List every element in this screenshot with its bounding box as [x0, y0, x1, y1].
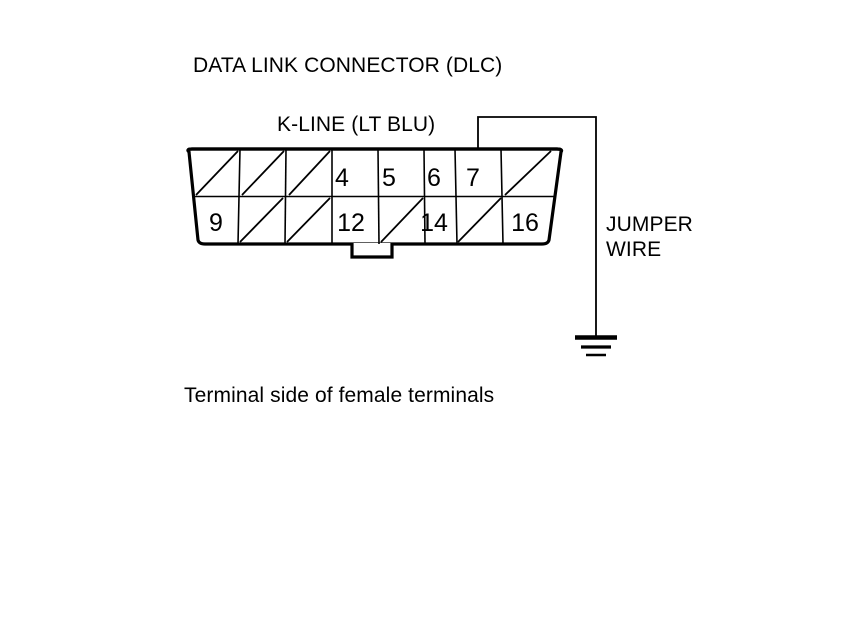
column-divider-7: [500, 148, 504, 245]
unused-pin-slash-10: [239, 197, 284, 243]
page-title: DATA LINK CONNECTOR (DLC): [193, 54, 503, 77]
column-divider-6: [454, 148, 458, 245]
column-divider-4: [377, 148, 380, 245]
unused-pin-slash-13: [380, 197, 424, 243]
pin-label-16: 16: [511, 209, 539, 237]
column-divider-5: [423, 148, 426, 245]
connector-corner-softening: [186, 147, 564, 154]
unused-pin-slash-3: [288, 150, 331, 196]
jumper-wire-label-line1: JUMPER: [606, 213, 693, 236]
pin-label-9: 9: [209, 209, 223, 237]
diagram-caption: Terminal side of female terminals: [184, 384, 495, 407]
column-divider-2: [284, 148, 287, 245]
unused-pin-slash-15: [457, 197, 502, 243]
pin-label-14: 14: [420, 209, 448, 237]
pin-label-12: 12: [337, 209, 365, 237]
jumper-wire-label-line2: WIRE: [606, 237, 662, 261]
jumper-wire-path: [477, 116, 597, 336]
pin-label-6: 6: [427, 164, 441, 192]
column-divider-1: [237, 148, 241, 245]
kline-signal-label: K-LINE (LT BLU): [277, 113, 436, 136]
unused-pin-slash-1: [195, 150, 239, 196]
pin-label-5: 5: [382, 164, 396, 192]
unused-pin-slash-2: [241, 150, 285, 196]
unused-pin-slash-11: [286, 197, 331, 243]
connector-locking-tab: [350, 243, 394, 259]
pin-label-4: 4: [335, 164, 349, 192]
unused-pin-slash-8: [504, 150, 552, 196]
pin-label-7: 7: [466, 164, 480, 192]
